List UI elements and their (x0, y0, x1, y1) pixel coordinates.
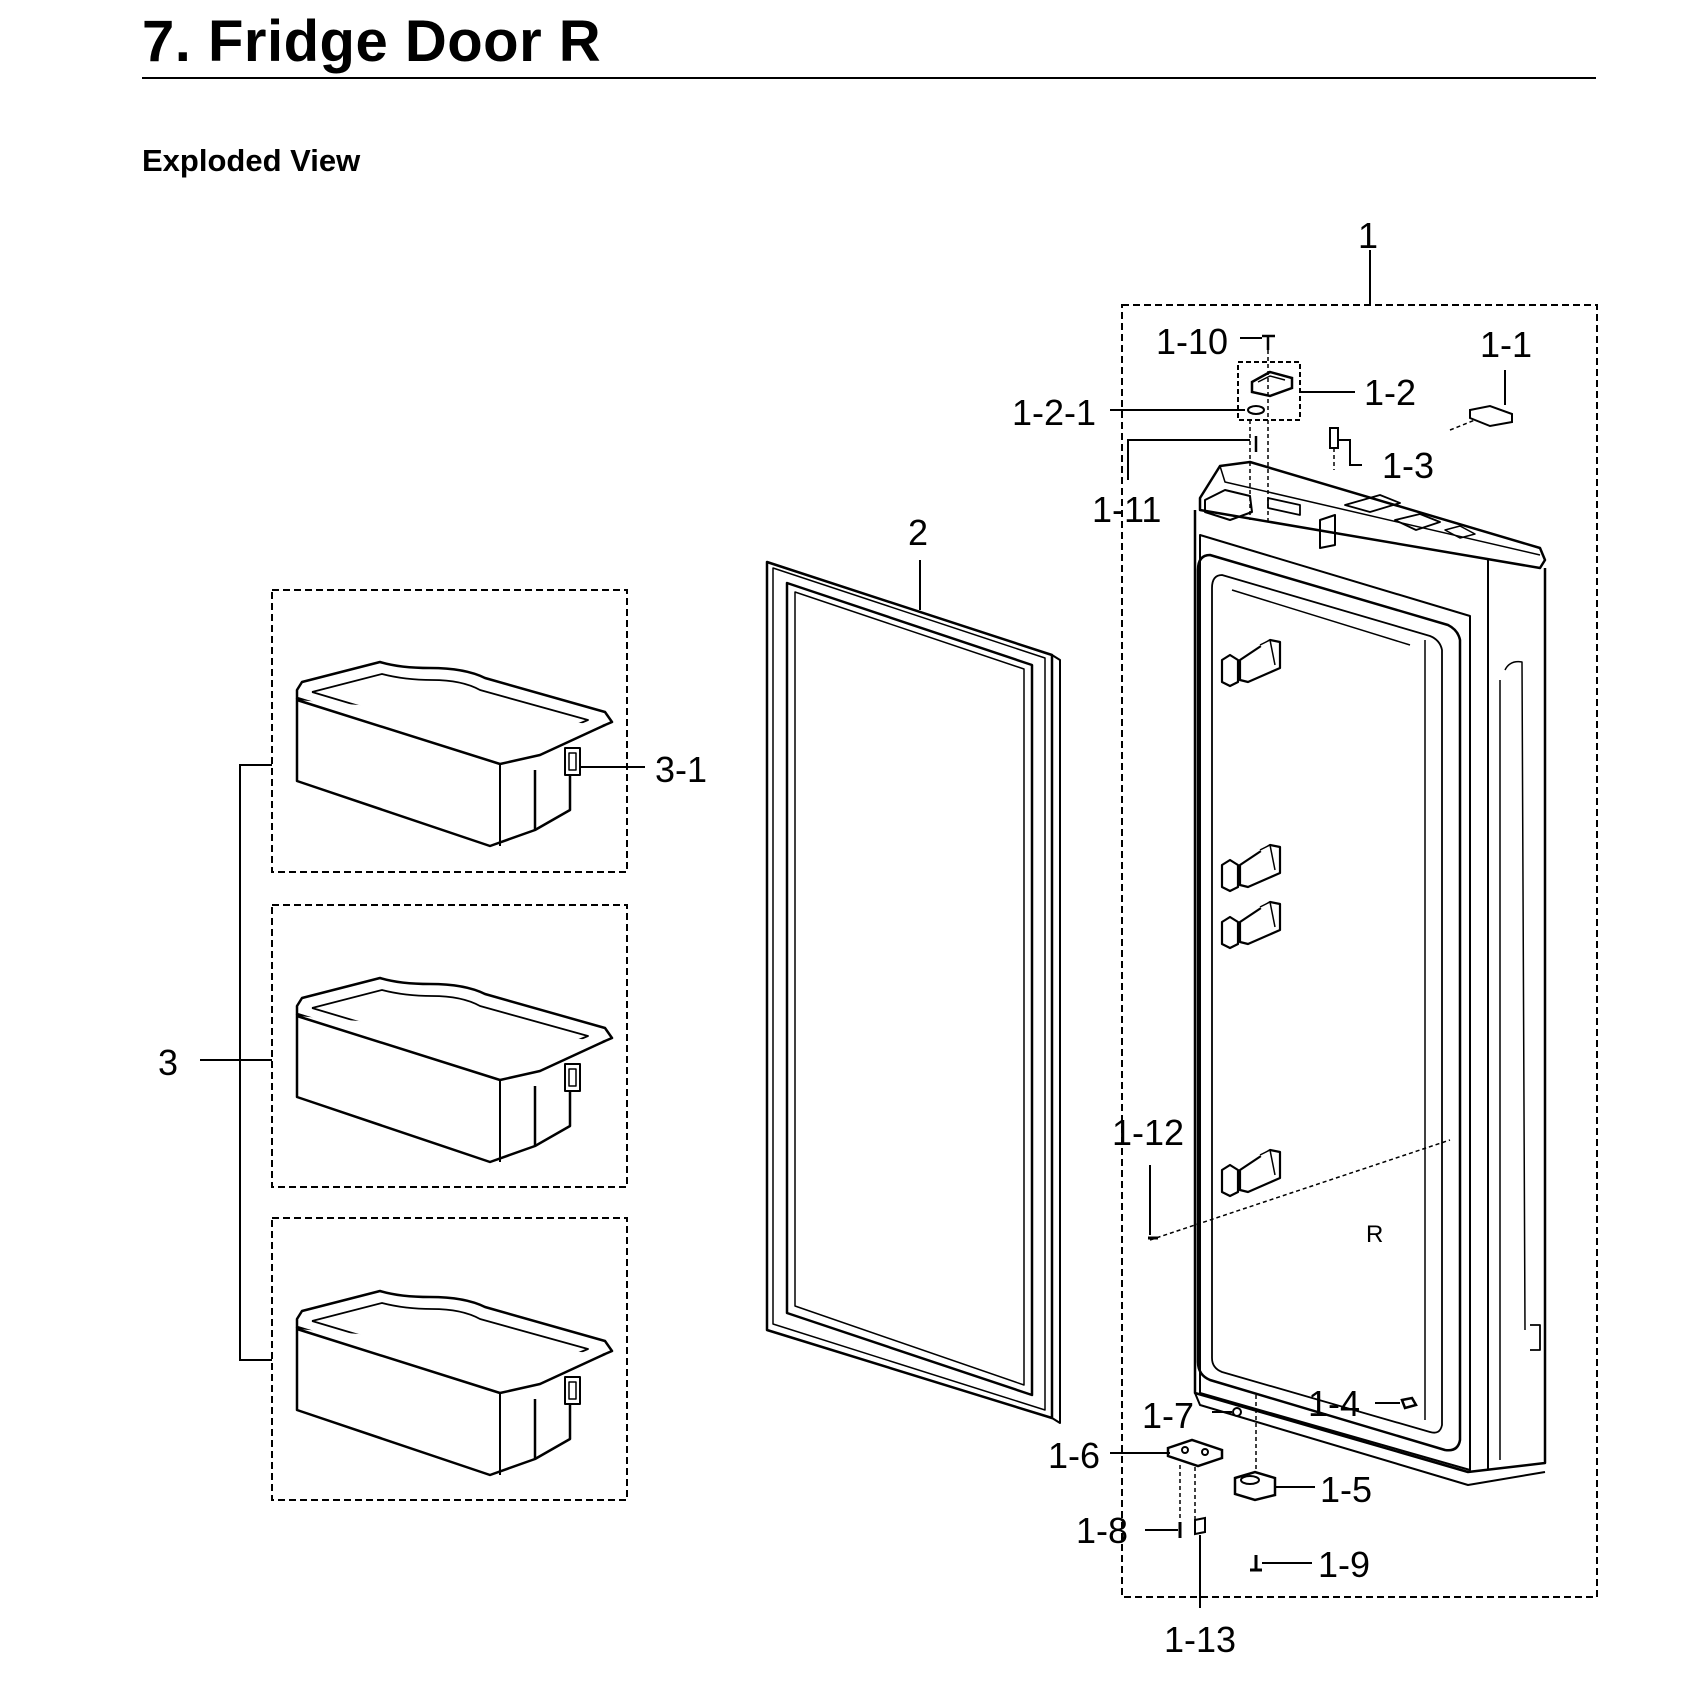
door-body (1193, 460, 1547, 1486)
callout-3-1: 3-1 (655, 749, 707, 790)
leader-1-11 (1127, 439, 1250, 480)
shelf-guide (1220, 900, 1282, 950)
leader-1-3 (1338, 439, 1362, 466)
callout-1-6: 1-6 (1048, 1435, 1100, 1476)
shelf-guide (1220, 1148, 1282, 1198)
door-bin (295, 1289, 614, 1477)
callout-1-8: 1-8 (1076, 1510, 1128, 1551)
callout-1-10: 1-10 (1156, 321, 1228, 362)
title-underline (142, 77, 1596, 79)
leader-3 (200, 764, 272, 1361)
callout-1-11: 1-11 (1092, 489, 1161, 530)
section-subtitle: Exploded View (142, 143, 361, 178)
callout-1-5: 1-5 (1320, 1469, 1372, 1510)
callout-1-2-1: 1-2-1 (1012, 392, 1096, 433)
bin-frame-top (271, 589, 628, 873)
door-marking: R (1366, 1221, 1383, 1248)
callout-1-9: 1-9 (1318, 1544, 1370, 1585)
door-bin (295, 660, 614, 848)
callout-1-1: 1-1 (1480, 324, 1532, 365)
page-title: 7. Fridge Door R (142, 9, 602, 74)
bottom-hinge-parts (1148, 1236, 1418, 1572)
callout-1-2: 1-2 (1364, 372, 1416, 413)
door-bin (295, 976, 614, 1164)
callout-1: 1 (1358, 215, 1378, 256)
callout-labels: 1 1-1 1-10 1-2 1-2-1 1-3 1-11 2 3-1 3 1-… (158, 215, 1532, 1660)
callout-1-3: 1-3 (1382, 445, 1434, 486)
callout-1-13: 1-13 (1164, 1619, 1236, 1660)
shelf-guide (1220, 843, 1282, 893)
assembly-guide-lines (1149, 350, 1476, 1520)
callout-3: 3 (158, 1042, 178, 1083)
door-assembly-frame (1121, 304, 1598, 1598)
top-hinge-parts (1237, 334, 1513, 452)
callout-2: 2 (908, 512, 928, 553)
callout-leaders (1110, 337, 1506, 1608)
callout-1-12: 1-12 (1112, 1112, 1184, 1153)
bin-frame-middle (271, 904, 628, 1188)
callout-1-7: 1-7 (1142, 1395, 1194, 1436)
callout-1-4: 1-4 (1308, 1383, 1360, 1424)
shelf-guide (1220, 638, 1282, 688)
door-gasket (765, 560, 1061, 1424)
